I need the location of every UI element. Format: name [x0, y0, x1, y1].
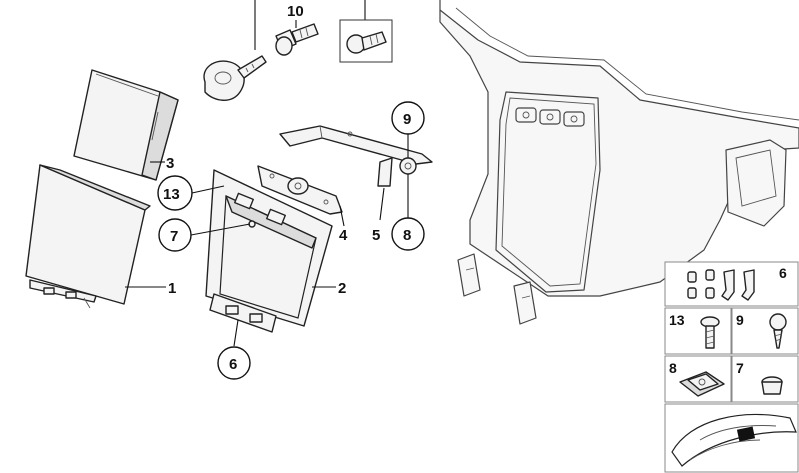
upper-bracket-part-5 — [279, 125, 433, 187]
part-label-6: 6 — [229, 356, 237, 373]
bracket-part-4 — [257, 165, 343, 215]
part-label-7: 7 — [170, 228, 178, 245]
lock-assembly: 10 — [203, 0, 393, 101]
key-part — [203, 55, 267, 101]
plug-icon-7 — [761, 376, 783, 395]
callout-9: 9 — [391, 101, 425, 158]
hardware-legend: 6 13 9 8 7 — [664, 261, 799, 473]
part-label-13: 13 — [163, 186, 180, 203]
callout-8: 8 — [391, 174, 425, 251]
part-label-3: 3 — [166, 155, 174, 172]
legend-label-9: 9 — [736, 312, 744, 328]
screw-part-10 — [275, 23, 319, 56]
car-location-icon — [671, 413, 797, 467]
legend-label-7: 7 — [736, 360, 744, 376]
screw-icon-13 — [700, 316, 720, 349]
part-label-4: 4 — [339, 227, 348, 244]
part-label-1: 1 — [168, 280, 176, 297]
frame-part-2 — [205, 169, 333, 333]
front-panel-part-1 — [25, 164, 151, 309]
clip-nut-icon-8 — [679, 371, 725, 397]
center-console — [439, 0, 799, 325]
screw-icon-9 — [769, 313, 787, 349]
part-label-8: 8 — [403, 227, 411, 244]
legend-label-8: 8 — [669, 360, 677, 376]
clip-icons — [687, 269, 755, 301]
legend-label-6: 6 — [779, 265, 787, 281]
part-label-9: 9 — [403, 111, 411, 128]
lid-part-3 — [73, 69, 179, 181]
part-label-5: 5 — [372, 227, 380, 244]
legend-cell-9 — [731, 307, 799, 355]
callout-13: 13 — [157, 175, 225, 211]
legend-cell-13 — [664, 307, 732, 355]
screw-detail-box — [339, 19, 393, 63]
legend-label-13: 13 — [669, 312, 685, 328]
callout-6: 6 — [217, 319, 251, 380]
part-label-2: 2 — [338, 280, 346, 297]
legend-cell-car — [664, 403, 799, 473]
part-label-10: 10 — [287, 3, 304, 20]
callout-7: 7 — [158, 218, 251, 252]
